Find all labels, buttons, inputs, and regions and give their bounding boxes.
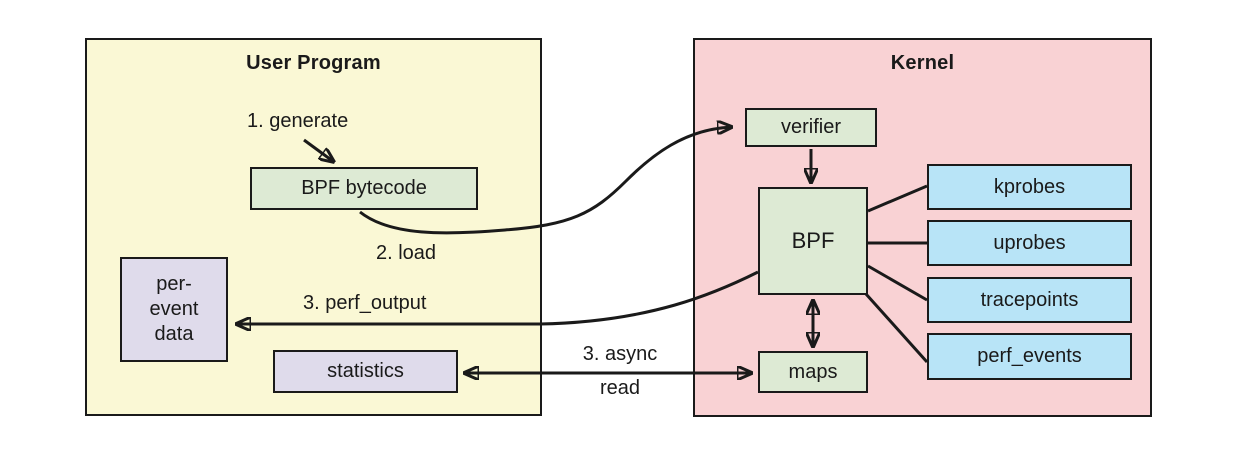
per-event-data-line2: event (149, 298, 199, 320)
per-event-data-line3: data (154, 323, 194, 345)
maps-label: maps (788, 360, 838, 383)
verifier-label: verifier (780, 116, 841, 138)
uprobes-label: uprobes (993, 231, 1066, 254)
perf-events-node: perf_events (927, 333, 1132, 380)
bpf-bytecode-label: BPF bytecode (301, 177, 427, 199)
kernel-title: Kernel (890, 52, 955, 74)
perf-output-step-label: 3. perf_output (303, 292, 427, 314)
statistics-label: statistics (327, 360, 404, 382)
per-event-data-line1: per- (156, 273, 192, 295)
per-event-data-node: per- event data (120, 257, 228, 362)
bpf-bytecode-node: BPF bytecode (250, 167, 478, 210)
async-read-label-line1: 3. async (582, 343, 658, 365)
user-program-title: User Program (246, 52, 381, 74)
perf-events-label: perf_events (977, 345, 1082, 367)
load-step-label: 2. load (376, 242, 437, 264)
generate-step-label: 1. generate (247, 110, 349, 132)
kprobes-label: kprobes (993, 175, 1066, 198)
maps-node: maps (758, 351, 868, 393)
kprobes-node: kprobes (927, 164, 1132, 210)
tracepoints-node: tracepoints (927, 277, 1132, 323)
bpf-node: BPF (758, 187, 868, 295)
uprobes-node: uprobes (927, 220, 1132, 266)
tracepoints-label: tracepoints (980, 288, 1079, 311)
statistics-node: statistics (273, 350, 458, 393)
bpf-label: BPF (791, 228, 835, 254)
async-read-label-line2: read (599, 377, 641, 399)
verifier-node: verifier (745, 108, 877, 147)
